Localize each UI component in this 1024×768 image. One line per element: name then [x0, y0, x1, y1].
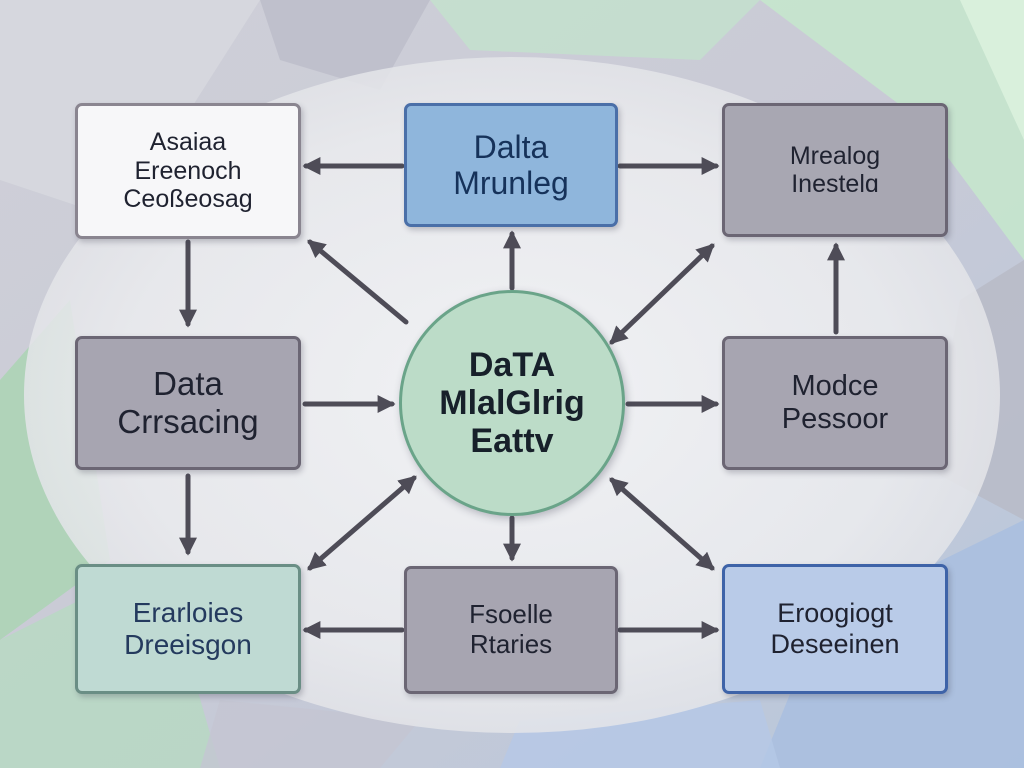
node-top-left-line-2: Ereenoch: [134, 156, 242, 185]
node-top-right: Mrealog Inestelɑ: [722, 103, 948, 237]
node-center-line-1: DaTA: [468, 345, 556, 384]
node-bottom-center-line-2: Rtaries: [469, 629, 553, 659]
node-bottom-center: Fsoelle Rtaries: [404, 566, 618, 694]
node-center-hub: DaTA MlalGlrig Eattv: [399, 290, 625, 516]
node-middle-right-line-2: Pessoor: [781, 403, 889, 435]
node-center-line-2: MlalGlrig: [439, 383, 585, 422]
node-middle-right: Modce Pessoor: [722, 336, 948, 470]
node-top-right-line-1: Mrealog: [789, 141, 881, 170]
node-top-left-line-1: Asaiaa: [149, 128, 227, 157]
node-middle-right-line-1: Modce: [791, 369, 879, 402]
arrow-center-bottom-right: [609, 477, 715, 571]
node-top-left-line-3: Ceoßeosag: [123, 185, 253, 214]
node-top-center-line-2: Mrunleg: [453, 165, 569, 201]
node-middle-left: Data Crrsacing: [75, 336, 301, 470]
arrow-center-top-right: [609, 243, 715, 345]
node-top-center-line-1: Dalta: [473, 128, 549, 165]
node-top-left: Asaiaa Ereenoch Ceoßeosag: [75, 103, 301, 239]
node-bottom-center-line-1: Fsoelle: [469, 599, 553, 630]
arrow-center-bottom-left: [307, 475, 417, 571]
node-bottom-right: Eroogiogt Deseeinen: [722, 564, 948, 694]
node-bottom-left-line-2: Dreeisgon: [124, 629, 252, 660]
node-middle-left-line-1: Data: [153, 365, 223, 403]
node-top-right-line-2: Inestelɑ: [791, 170, 879, 198]
node-bottom-left: Erarloies Dreeisgon: [75, 564, 301, 694]
node-middle-left-line-2: Crrsacing: [117, 403, 259, 440]
node-bottom-right-line-2: Deseeinen: [770, 629, 900, 659]
node-bottom-right-line-1: Eroogiogt: [777, 598, 893, 629]
node-center-line-3: Eattv: [470, 422, 554, 461]
node-bottom-left-line-1: Erarloies: [132, 597, 244, 629]
node-top-center: Dalta Mrunleg: [404, 103, 618, 227]
arrow-center-to-top-left: [307, 239, 409, 325]
